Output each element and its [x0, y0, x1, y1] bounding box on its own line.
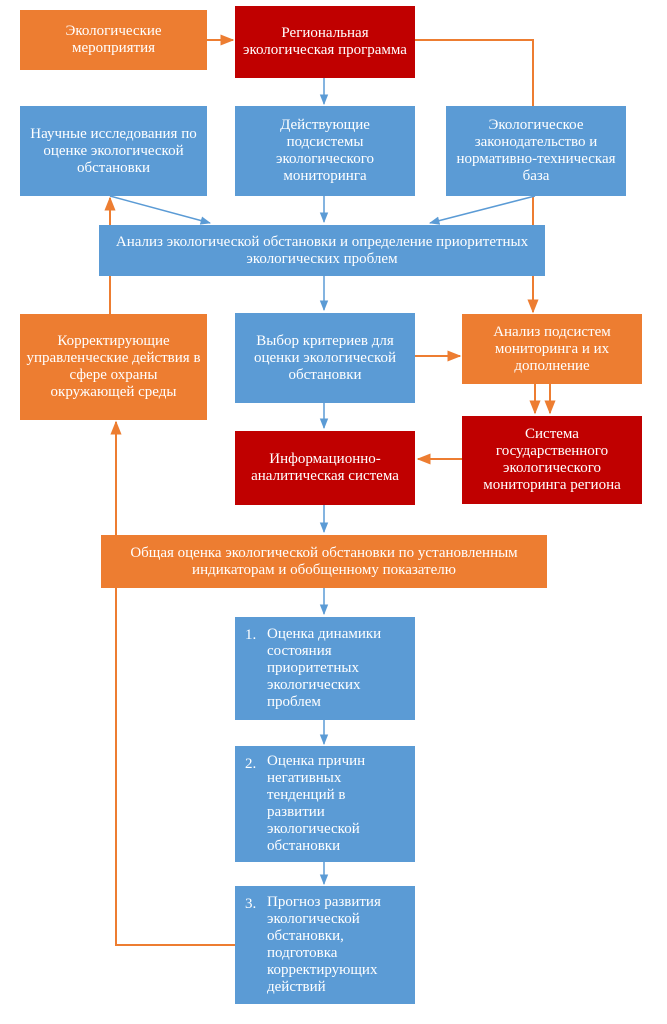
criteria-box: Выбор критериев для оценки экологической… — [235, 313, 415, 403]
state-monitoring-label: Система государственного экологического … — [483, 426, 621, 493]
monitoring-subsystems-box: Действующие подсистемы экологического мо… — [235, 106, 415, 196]
research-label: Научные исследования по оценке экологиче… — [30, 125, 197, 176]
regional-program-label: Региональная экологическая программа — [243, 25, 407, 58]
subsystem-analysis-box: Анализ подсистем мониторинга и их дополн… — [462, 314, 642, 384]
arrow-program-to-subsystem-analysis — [415, 39, 539, 314]
corrective-actions-label: Корректирующие управленческие действия в… — [26, 333, 201, 400]
eco-measures-box: Экологические мероприятия — [20, 10, 207, 70]
eco-measures-label: Экологические мероприятия — [65, 23, 162, 56]
analysis-label: Анализ экологической обстановки и опреде… — [115, 233, 529, 267]
regional-program-box: Региональная экологическая программа — [235, 6, 415, 78]
step-2-text: Оценка причин негативных тенденций в раз… — [267, 753, 366, 854]
step-1-box: 1. Оценка динамики состояния приоритетны… — [235, 617, 415, 720]
general-assessment-label: Общая оценка экологической обстановки по… — [130, 544, 518, 578]
criteria-label: Выбор критериев для оценки экологической… — [254, 332, 396, 383]
step-3-text: Прогноз развития экологической обстановк… — [267, 894, 381, 995]
analysis-box: Анализ экологической обстановки и опреде… — [99, 225, 545, 276]
monitoring-subsystems-label: Действующие подсистемы экологического мо… — [276, 117, 374, 184]
step-2-number: 2. — [245, 756, 257, 772]
info-system-label: Информационно-аналитическая система — [251, 451, 399, 484]
corrective-actions-box: Корректирующие управленческие действия в… — [20, 314, 207, 420]
arrow-research-to-analysis — [109, 195, 212, 225]
legislation-label: Экологическое законодательство и нормати… — [456, 117, 616, 184]
legislation-box: Экологическое законодательство и нормати… — [446, 106, 626, 196]
step-3-box: 3. Прогноз развития экологической обстан… — [235, 886, 415, 1004]
step-1-number: 1. — [245, 627, 257, 643]
general-assessment-box: Общая оценка экологической обстановки по… — [101, 535, 547, 588]
info-system-box: Информационно-аналитическая система — [235, 431, 415, 505]
arrow-step3-to-corrective — [110, 420, 235, 946]
step-1-text: Оценка динамики состояния приоритетных э… — [267, 626, 382, 710]
subsystem-analysis-label: Анализ подсистем мониторинга и их дополн… — [493, 323, 611, 374]
step-3-number: 3. — [245, 896, 257, 912]
state-monitoring-box: Система государственного экологического … — [462, 416, 642, 504]
research-box: Научные исследования по оценке экологиче… — [20, 106, 207, 196]
arrow-legislation-to-analysis — [428, 195, 536, 225]
step-2-box: 2. Оценка причин негативных тенденций в … — [235, 746, 415, 862]
